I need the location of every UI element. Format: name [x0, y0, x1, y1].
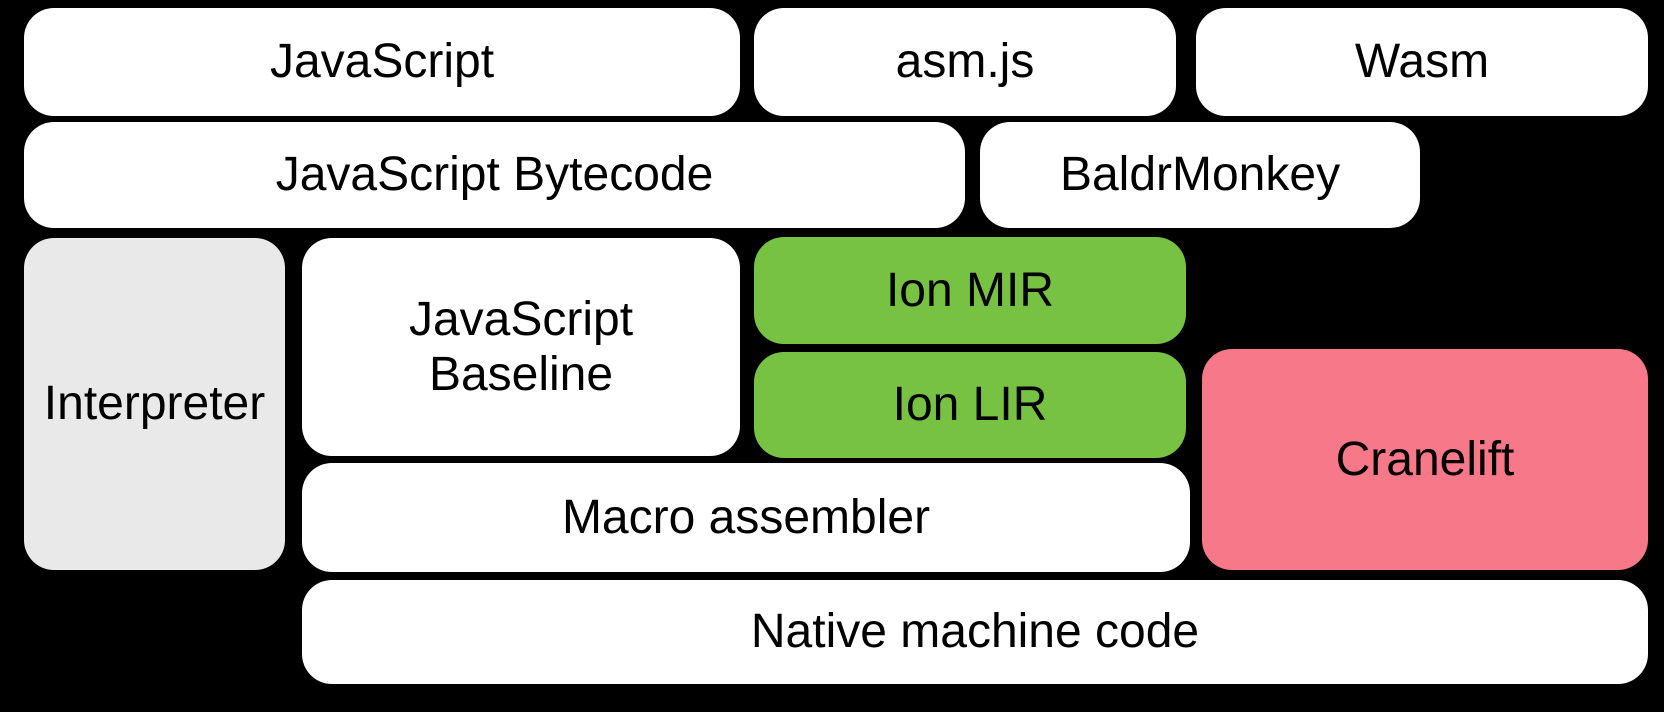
- node-wasm: Wasm: [1196, 8, 1648, 116]
- node-ion-lir-label: Ion LIR: [892, 378, 1048, 432]
- node-ion-mir: Ion MIR: [754, 237, 1186, 344]
- node-javascript-label: JavaScript: [269, 35, 495, 89]
- node-interpreter: Interpreter: [24, 238, 285, 570]
- node-javascript: JavaScript: [24, 8, 740, 116]
- node-baldrmonkey: BaldrMonkey: [980, 122, 1420, 228]
- node-native-machine-code-label: Native machine code: [750, 605, 1200, 659]
- node-ion-lir: Ion LIR: [754, 352, 1186, 458]
- node-cranelift-label: Cranelift: [1335, 432, 1515, 486]
- node-wasm-label: Wasm: [1354, 35, 1490, 89]
- node-macro-assembler: Macro assembler: [302, 463, 1190, 572]
- node-native-machine-code: Native machine code: [302, 580, 1648, 684]
- node-javascript-bytecode-label: JavaScript Bytecode: [275, 148, 714, 202]
- node-javascript-baseline-label: JavaScript: [408, 292, 634, 346]
- node-asm-js: asm.js: [754, 8, 1176, 116]
- node-javascript-baseline-label: Baseline: [428, 348, 614, 401]
- node-interpreter-label: Interpreter: [43, 377, 266, 431]
- node-baldrmonkey-label: BaldrMonkey: [1059, 148, 1341, 202]
- node-asm-js-label: asm.js: [895, 35, 1035, 89]
- node-cranelift: Cranelift: [1202, 349, 1648, 570]
- node-ion-mir-label: Ion MIR: [885, 263, 1055, 317]
- node-javascript-bytecode: JavaScript Bytecode: [24, 122, 965, 228]
- node-macro-assembler-label: Macro assembler: [561, 490, 931, 544]
